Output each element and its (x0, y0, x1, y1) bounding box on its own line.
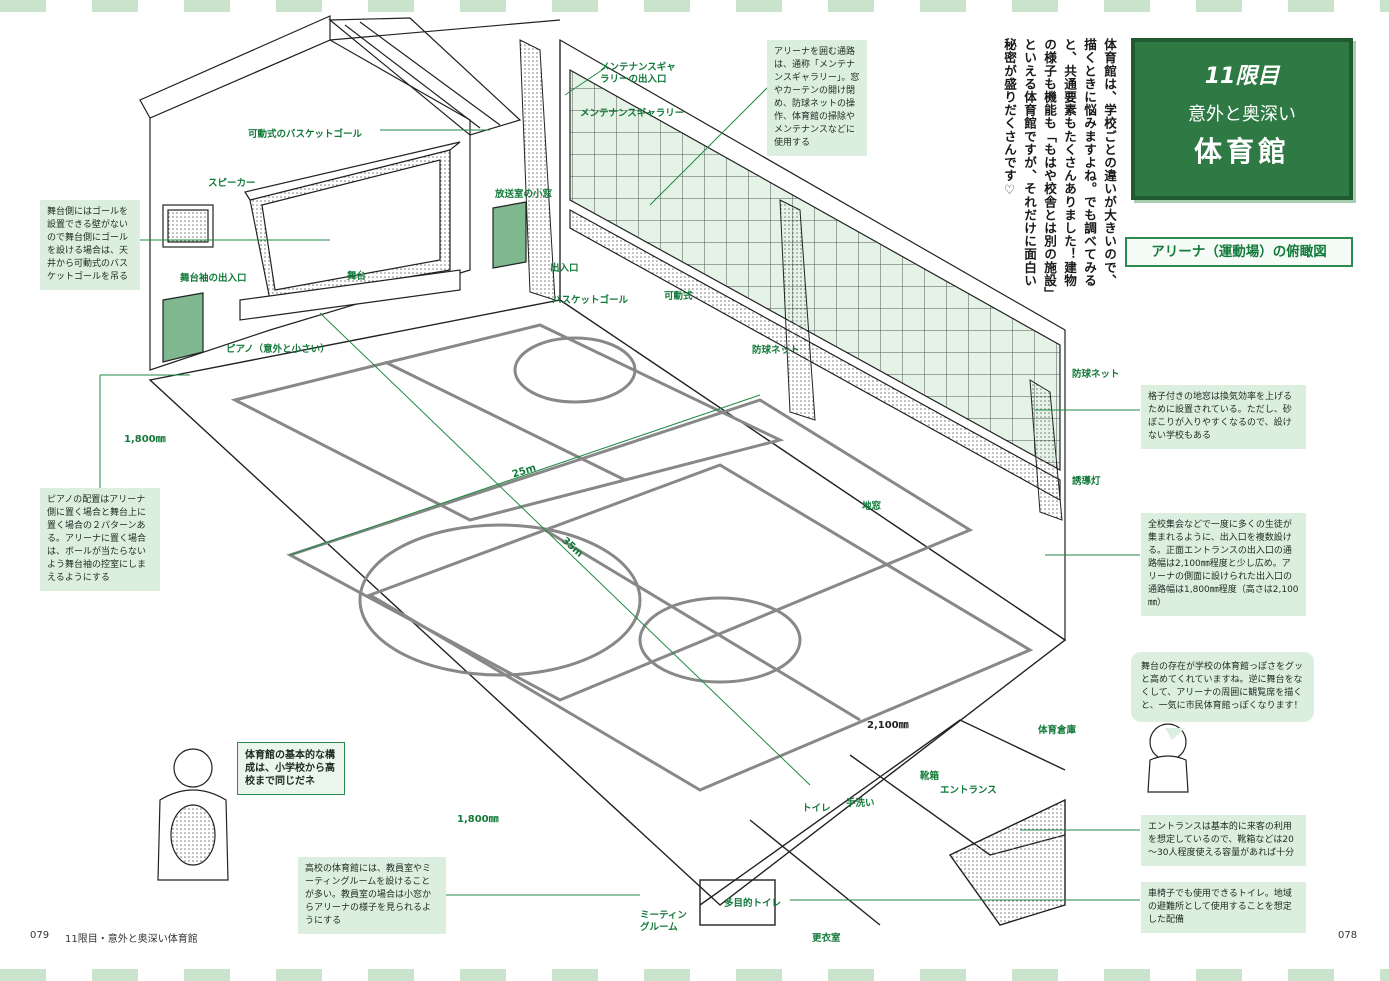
label-storage: 体育倉庫 (1038, 725, 1077, 736)
section-title: アリーナ（運動場）の俯瞰図 (1125, 237, 1353, 267)
note-basic: 体育館の基本的な構成は、小学校から高校まで同じだネ (237, 742, 345, 795)
label-basket-goal: バスケットゴール (552, 295, 629, 306)
truss (328, 17, 522, 136)
label-movable: 可動式 (664, 291, 693, 302)
note-piano: ピアノの配置はアリーナ側に置く場合と舞台上に置く場合の２パターンある。アリーナに… (40, 488, 160, 591)
bubble-tail (1165, 728, 1185, 740)
label-movable-goal: 可動式のバスケットゴール (248, 129, 363, 140)
court-lines (230, 323, 1034, 792)
label-shoe-box: 靴箱 (920, 771, 940, 782)
note-entrance: エントランスは基本的に来客の利用を想定しているので、靴箱などは20～30人程度使… (1141, 815, 1306, 866)
note-highschool: 高校の体育館には、教員室やミーティングルームを設けることが多い。教員室の場合は小… (298, 857, 446, 934)
anatomy-figure (157, 748, 229, 881)
label-floor-window: 地窓 (862, 501, 882, 512)
label-toilet: トイレ (802, 803, 831, 814)
teacher-figure (1147, 723, 1189, 793)
dim-lower-exit: 1,800㎜ (457, 814, 499, 825)
leader-lines (99, 67, 1140, 901)
page-number-left: 079 (30, 930, 50, 941)
dim-entrance-width: 2,100㎜ (867, 720, 909, 731)
intro-text: 体育館は、学校ごとの違いが大きいので、描くときに悩みますよね。でも調べてみると、… (1002, 38, 1117, 294)
bottom-stripe (0, 969, 1389, 981)
label-entrance: エントランス (940, 785, 997, 796)
label-piano: ピアノ（意外と小さい） (226, 344, 330, 355)
label-meeting-room: ミーティングルーム (640, 910, 687, 933)
label-net-1: 防球ネット (752, 345, 800, 356)
label-maintenance-gallery: メンテナンスギャラリー (580, 108, 685, 119)
dim-side-exit: 1,800㎜ (124, 434, 166, 445)
top-stripe (0, 0, 1389, 12)
label-guide-light: 誘導灯 (1072, 476, 1101, 487)
note-stage-goal: 舞台側にはゴールを設置できる壁がないので舞台側にゴールを設ける場合は、天井から可… (40, 200, 140, 290)
chapter-title-line2: 体育館 (1193, 135, 1290, 168)
label-speaker: スピーカー (208, 178, 256, 189)
label-stage-wing-exit: 舞台袖の出入口 (180, 273, 247, 284)
arena-floor (148, 299, 1067, 906)
note-toilet: 車椅子でも使用できるトイレ。地域の避難所として使用することを想定した配備 (1141, 882, 1306, 933)
note-corridor: アリーナを囲む通路は、通称「メンテナンスギャラリー」。窓やカーテンの開け閉め、防… (767, 40, 867, 156)
label-entrance-exit: 出入口 (550, 263, 579, 274)
label-handwash: 手洗い (846, 798, 875, 809)
label-locker: 更衣室 (812, 933, 841, 944)
lower-rooms (699, 719, 1066, 926)
note-stage-bubble: 舞台の存在が学校の体育館っぽさをグッと高めてくれていますね。逆に舞台をなくして、… (1131, 652, 1314, 722)
label-maintenance-gallery-exit: メンテナンスギャラリーの出入口 (600, 62, 676, 85)
stage-drawing (162, 141, 461, 321)
label-multi-toilet: 多目的トイレ (724, 898, 782, 909)
label-stage: 舞台 (347, 271, 367, 282)
note-window: 格子付きの地窓は換気効率を上げるために設置されている。ただし、砂ぼこりが入りやす… (1141, 385, 1306, 449)
page-number-right: 078 (1338, 930, 1358, 941)
right-wall (559, 38, 1066, 642)
note-exits: 全校集会などで一度に多くの生徒が集まれるように、出入口を複数設ける。正面エントラ… (1141, 513, 1306, 616)
chapter-board: 11限目 意外と奥深い 体育館 (1131, 38, 1353, 200)
footer-caption: 11限目・意外と奥深い体育館 (65, 934, 198, 945)
chapter-number: 11限目 (1204, 64, 1280, 89)
chapter-title-line1: 意外と奥深い (1188, 104, 1296, 125)
label-broadcast-window: 放送室の小窓 (495, 189, 553, 200)
label-net-2: 防球ネット (1072, 369, 1120, 380)
curtains (519, 39, 1063, 521)
